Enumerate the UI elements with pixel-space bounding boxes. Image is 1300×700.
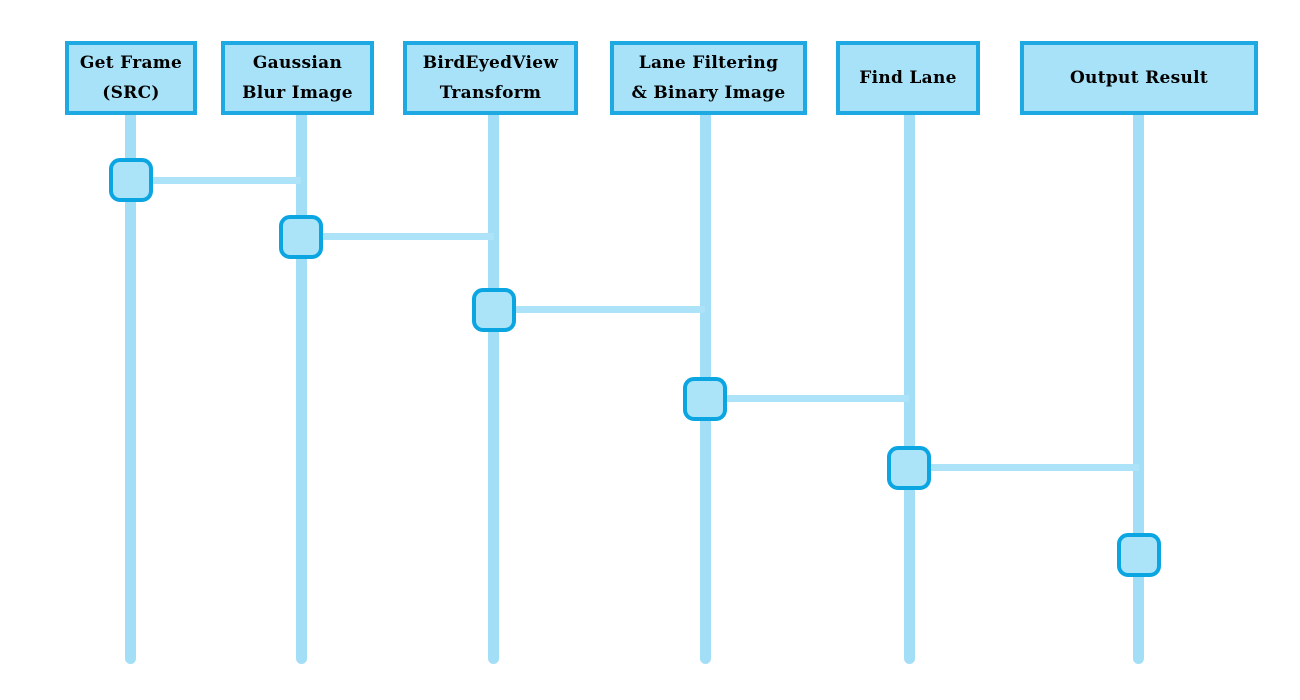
- stage-label-line: Output Result: [1069, 68, 1209, 88]
- lifeline-output-result: [1133, 113, 1144, 664]
- connector-get-frame-to-gaussian-blur: [131, 177, 301, 184]
- stage-label-line: Gaussian: [252, 53, 343, 73]
- stage-box-output-result: Output Result: [1020, 41, 1258, 115]
- stage-label-line: BirdEyedView: [422, 53, 559, 73]
- activation-node-find-lane: [887, 446, 931, 490]
- lifeline-gaussian-blur: [296, 113, 307, 664]
- connector-lane-filtering-to-find-lane: [705, 395, 909, 402]
- connector-birdeyedview-to-lane-filtering: [494, 306, 705, 313]
- stage-label-line: & Binary Image: [631, 83, 786, 103]
- activation-node-get-frame: [109, 158, 153, 202]
- stage-label-line: Find Lane: [859, 68, 957, 88]
- stage-label-line: Transform: [439, 83, 542, 103]
- stage-box-gaussian-blur: Gaussian Blur Image: [221, 41, 374, 115]
- stage-box-get-frame: Get Frame (SRC): [65, 41, 197, 115]
- connector-find-lane-to-output-result: [909, 464, 1139, 471]
- stage-label-line: (SRC): [102, 83, 160, 103]
- stage-box-lane-filtering: Lane Filtering & Binary Image: [610, 41, 807, 115]
- stage-label-line: Get Frame: [79, 53, 183, 73]
- connector-gaussian-blur-to-birdeyedview: [301, 233, 494, 240]
- activation-node-output-result: [1117, 533, 1161, 577]
- lifeline-find-lane: [904, 113, 915, 664]
- stage-box-find-lane: Find Lane: [836, 41, 980, 115]
- lifeline-get-frame: [125, 113, 136, 664]
- lifeline-birdeyedview-transform: [488, 113, 499, 664]
- activation-node-gaussian-blur: [279, 215, 323, 259]
- activation-node-birdeyedview-transform: [472, 288, 516, 332]
- stage-box-birdeyedview-transform: BirdEyedView Transform: [403, 41, 578, 115]
- stage-label-line: Lane Filtering: [638, 53, 779, 73]
- activation-node-lane-filtering: [683, 377, 727, 421]
- stage-label-line: Blur Image: [242, 83, 353, 103]
